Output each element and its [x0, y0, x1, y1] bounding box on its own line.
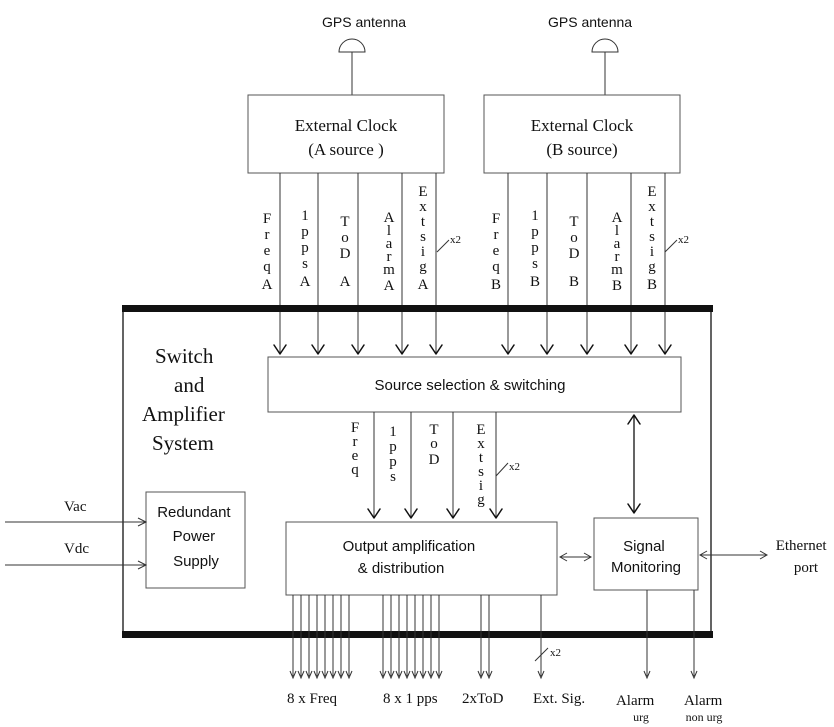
ext-a-multiplier: x2: [450, 234, 461, 246]
power-supply-label: Redundant Power Supply: [157, 504, 235, 570]
output-arrowheads: [289, 670, 698, 680]
clock-a-line2: (A source ): [308, 140, 384, 159]
signal-monitoring-label: Signal Monitoring: [611, 538, 681, 576]
mid-ext-multiplier: x2: [509, 461, 520, 473]
gps-antenna-a: GPS antenna: [322, 14, 406, 95]
frame-top-bar: [122, 305, 713, 312]
external-clock-b: External Clock (B source): [483, 94, 681, 174]
out-pps-label: 8 x 1 pps: [383, 691, 438, 707]
vac-label: Vac: [64, 499, 87, 515]
system-frame: [122, 305, 713, 638]
out-tod-label: 2xToD: [462, 691, 504, 707]
vdc-label: Vdc: [64, 541, 89, 557]
clock-b-line2: (B source): [546, 140, 617, 159]
out-freq-label: 8 x Freq: [287, 691, 337, 707]
source-selection-block: Source selection & switching: [267, 356, 682, 413]
external-clock-a: External Clock (A source ): [247, 94, 445, 174]
antenna-b-icon: [591, 38, 619, 53]
out-alarm-urg-label: Alarm urg: [616, 693, 658, 724]
antenna-a-icon: [338, 38, 366, 53]
power-input-lines: [5, 517, 148, 570]
power-supply-block: Redundant Power Supply: [145, 491, 246, 589]
source-selection-label: Source selection & switching: [375, 377, 566, 394]
clock-a-line1: External Clock: [295, 116, 398, 135]
antenna-b-label: GPS antenna: [548, 14, 632, 30]
frame-bottom-bar: [122, 631, 713, 638]
bidirectional-links: [558, 414, 769, 562]
selection-input-arrows: [273, 344, 672, 355]
output-labels: 8 x Freq 8 x 1 pps 2xToD Ext. Sig. Alarm…: [287, 691, 726, 724]
out-ext-label: Ext. Sig.: [533, 691, 585, 707]
output-amplification-label: Output amplification & distribution: [343, 538, 480, 577]
ext-b-multiplier: x2: [678, 234, 689, 246]
clock-signal-lines: [279, 173, 678, 354]
system-title: Switch and Amplifier System: [142, 344, 230, 455]
output-amplification-block: Output amplification & distribution: [285, 521, 558, 596]
output-lines: [292, 590, 695, 676]
out-alarm-nonurg-label: Alarm non urg: [684, 693, 726, 724]
mid-signal-lines: [367, 412, 509, 519]
clock-b-line1: External Clock: [531, 116, 634, 135]
ethernet-port-label: Ethernet port: [776, 538, 831, 576]
antenna-a-label: GPS antenna: [322, 14, 406, 30]
gps-antenna-b: GPS antenna: [548, 14, 632, 95]
signal-monitoring-block: Signal Monitoring: [593, 517, 699, 591]
ext-out-multiplier: x2: [550, 647, 561, 659]
